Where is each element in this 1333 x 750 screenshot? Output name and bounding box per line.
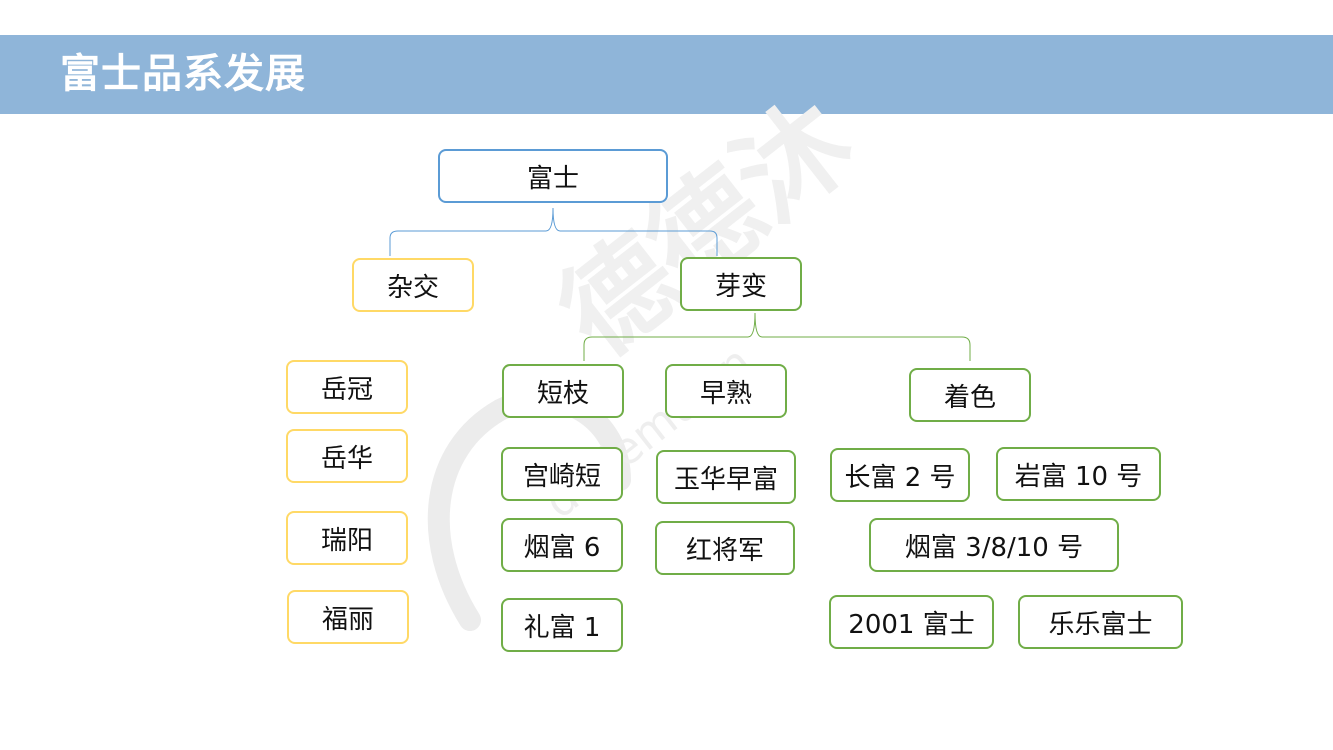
node-hybrid-variety: 瑞阳 bbox=[286, 511, 408, 565]
node-early-ripe-variety: 玉华早富 bbox=[656, 450, 796, 504]
node-hybrid-variety: 福丽 bbox=[287, 590, 409, 644]
node-coloring-variety: 岩富 10 号 bbox=[996, 447, 1161, 501]
node-short-branch-variety: 烟富 6 bbox=[501, 518, 623, 572]
node-short-branch-variety: 礼富 1 bbox=[501, 598, 623, 652]
node-short-branch-variety: 宫崎短 bbox=[501, 447, 623, 501]
node-coloring: 着色 bbox=[909, 368, 1031, 422]
header-bar: 富士品系发展 bbox=[0, 35, 1333, 114]
node-coloring-variety: 乐乐富士 bbox=[1018, 595, 1183, 649]
node-hybrid: 杂交 bbox=[352, 258, 474, 312]
node-mutation: 芽变 bbox=[680, 257, 802, 311]
node-short-branch: 短枝 bbox=[502, 364, 624, 418]
node-coloring-variety: 烟富 3/8/10 号 bbox=[869, 518, 1119, 572]
node-root: 富士 bbox=[438, 149, 668, 203]
node-hybrid-variety: 岳华 bbox=[286, 429, 408, 483]
watermark-logo-arc bbox=[427, 388, 631, 631]
page-title: 富士品系发展 bbox=[60, 51, 306, 97]
node-early-ripe-variety: 红将军 bbox=[655, 521, 795, 575]
node-early-ripe: 早熟 bbox=[665, 364, 787, 418]
node-hybrid-variety: 岳冠 bbox=[286, 360, 408, 414]
watermark-brand: 德德沐 bbox=[537, 76, 876, 380]
node-coloring-variety: 长富 2 号 bbox=[830, 448, 970, 502]
root-bracket bbox=[389, 207, 718, 256]
mutation-bracket bbox=[583, 312, 971, 361]
node-coloring-variety: 2001 富士 bbox=[829, 595, 994, 649]
